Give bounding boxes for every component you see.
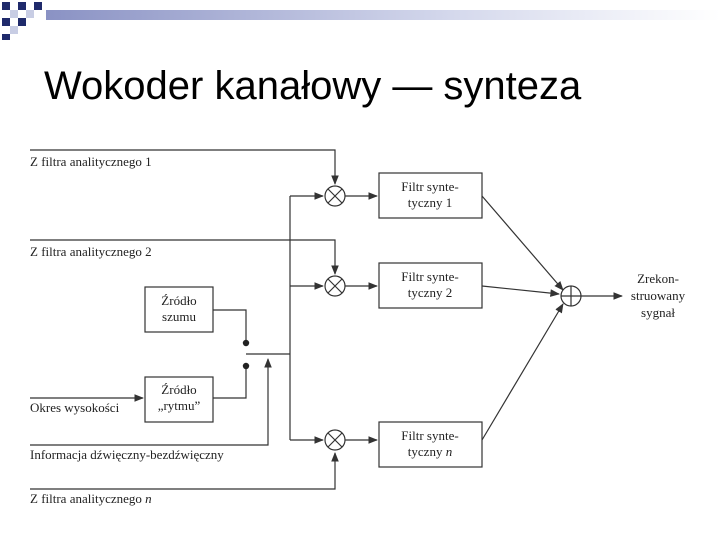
checker-square [10, 10, 18, 18]
synthesis-filter-2-box [378, 262, 483, 309]
line-voicing-to-switch [30, 358, 272, 446]
input-label-filter-2: Z filtra analitycznego 2 [30, 244, 152, 259]
checker-square [18, 18, 26, 26]
synthesis-filter-2-label-1: Filtr synte- [401, 269, 458, 284]
input-label-voicing-info: Informacja dźwięczny-bezdźwięczny [30, 447, 224, 462]
output-label-1: Zrekon- [637, 271, 679, 286]
checker-square [2, 34, 10, 40]
output-label-3: sygnał [641, 305, 675, 320]
summer-node [560, 285, 582, 307]
synthesis-filter-1-box [378, 172, 483, 219]
line-filter2-to-summer [481, 285, 560, 297]
noise-source-label-2: szumu [162, 309, 196, 324]
checker-square [10, 26, 18, 34]
slide-title: Wokoder kanałowy — synteza [44, 64, 582, 108]
checker-square [2, 18, 10, 26]
switch-contact-noise [242, 339, 250, 347]
synthesis-filter-n-box [378, 421, 483, 468]
line-filter2-to-mult2 [30, 239, 339, 275]
header-checker-pattern [2, 2, 42, 40]
line-noise-to-switch [213, 309, 247, 343]
line-rhythm-to-switch [213, 366, 247, 399]
input-label-filter-1: Z filtra analitycznego 1 [30, 154, 152, 169]
checker-square [18, 2, 26, 10]
synthesis-filter-1-label-2: tyczny 1 [408, 195, 452, 210]
line-filtern-to-multn [30, 452, 339, 490]
multiplier-n [324, 429, 346, 451]
synthesis-filter-n-label-2: tyczny n [408, 444, 452, 459]
switch-contact-rhythm [242, 362, 250, 370]
synthesis-filter-1-label-1: Filtr synte- [401, 179, 458, 194]
checker-square [26, 10, 34, 18]
input-label-pitch-period: Okres wysokości [30, 400, 120, 415]
noise-source-label-1: Źródło [161, 293, 196, 308]
rhythm-source-label-2: „rytmu” [158, 398, 201, 413]
rhythm-source-label-1: Źródło [161, 382, 196, 397]
synthesis-filter-2-label-2: tyczny 2 [408, 285, 452, 300]
line-filter1-to-mult1 [30, 149, 339, 185]
header-gradient-bar [46, 10, 720, 20]
multiplier-2 [324, 275, 346, 297]
output-label-2: struowany [631, 288, 686, 303]
checker-square [2, 2, 10, 10]
input-label-filter-n: Z filtra analitycznego n [30, 491, 152, 506]
rhythm-source-box [144, 376, 214, 423]
multiplier-1 [324, 185, 346, 207]
synthesis-filter-n-label-1: Filtr synte- [401, 428, 458, 443]
line-filter1-to-summer [481, 195, 564, 291]
checker-square [34, 2, 42, 10]
noise-source-box [144, 286, 214, 333]
line-filtern-to-summer [481, 303, 564, 441]
slide-header-decoration [2, 2, 720, 40]
